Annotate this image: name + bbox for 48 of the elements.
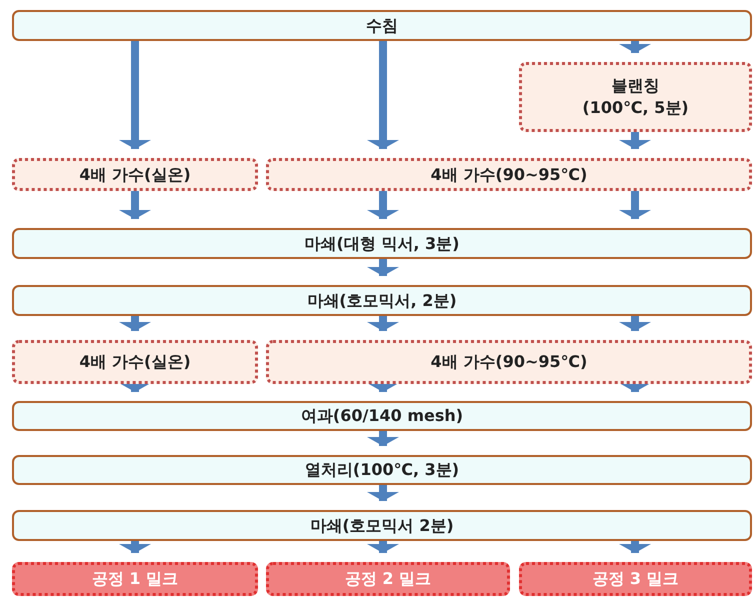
arrow bbox=[619, 383, 651, 392]
arrow bbox=[119, 191, 151, 219]
step-label: 마쇄(대형 믹서, 3분) bbox=[304, 232, 460, 254]
result-label: 공정 2 밀크 bbox=[344, 568, 432, 590]
water-step-box bbox=[12, 340, 258, 384]
step-label: 4배 가수(90~95℃) bbox=[430, 351, 588, 373]
water-step-box bbox=[266, 158, 752, 191]
arrow bbox=[619, 132, 651, 149]
arrow bbox=[119, 383, 151, 392]
arrow bbox=[619, 191, 651, 219]
arrow bbox=[367, 191, 399, 219]
step-label: 마쇄(호모믹서 2분) bbox=[310, 514, 454, 536]
arrow bbox=[619, 541, 651, 553]
process-box bbox=[12, 510, 752, 541]
arrow bbox=[119, 41, 151, 149]
step-label: 블랜칭 bbox=[612, 75, 660, 97]
arrow bbox=[619, 41, 651, 53]
step-label: (100℃, 5분) bbox=[582, 97, 689, 119]
result-box bbox=[12, 562, 258, 596]
arrow bbox=[367, 485, 399, 501]
step-label: 수침 bbox=[366, 14, 398, 36]
arrow bbox=[367, 41, 399, 149]
result-label: 공정 1 밀크 bbox=[92, 568, 178, 590]
water-step-box bbox=[266, 340, 752, 384]
step-label: 열처리(100℃, 3분) bbox=[304, 459, 460, 481]
arrow bbox=[119, 541, 151, 553]
process-box bbox=[12, 401, 752, 431]
result-box bbox=[266, 562, 510, 596]
arrow bbox=[367, 259, 399, 276]
step-label: 마쇄(호모믹서, 2분) bbox=[307, 290, 457, 312]
arrow bbox=[367, 431, 399, 446]
arrow bbox=[619, 316, 651, 331]
step-label: 4배 가수(실온) bbox=[79, 351, 191, 373]
step-label: 여과(60/140 mesh) bbox=[300, 405, 464, 427]
water-step-box bbox=[12, 158, 258, 191]
step-label: 4배 가수(실온) bbox=[79, 164, 191, 186]
step-label: 4배 가수(90~95℃) bbox=[430, 164, 588, 186]
process-box bbox=[12, 285, 752, 316]
water-step-box bbox=[519, 62, 752, 132]
arrow bbox=[367, 541, 399, 553]
process-box bbox=[12, 10, 752, 41]
arrow bbox=[367, 383, 399, 392]
process-box bbox=[12, 228, 752, 259]
arrow bbox=[119, 316, 151, 331]
result-label: 공정 3 밀크 bbox=[592, 568, 679, 590]
result-box bbox=[519, 562, 752, 596]
process-box bbox=[12, 455, 752, 485]
arrow bbox=[367, 316, 399, 331]
